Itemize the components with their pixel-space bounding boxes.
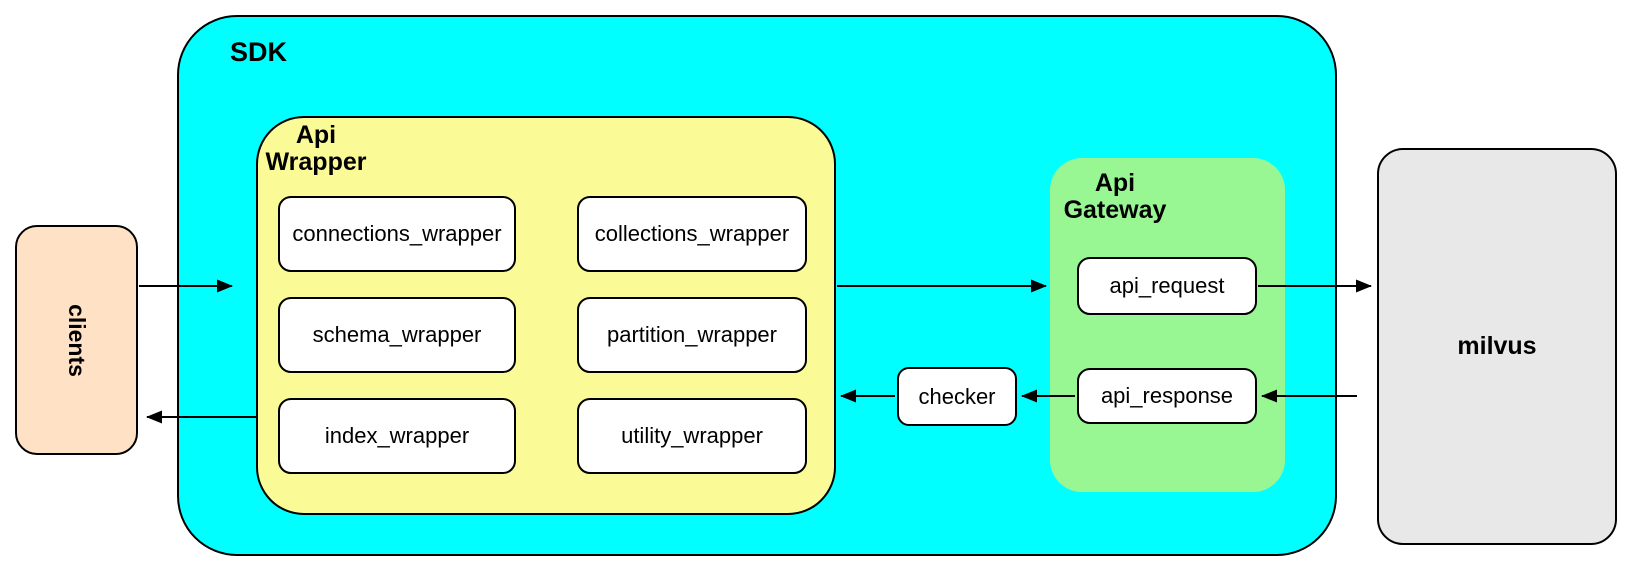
node-checker-label: checker xyxy=(918,383,996,409)
node-api-response: api_response xyxy=(1077,368,1257,424)
node-utility-wrapper: utility_wrapper xyxy=(577,398,807,474)
node-api-request-label: api_request xyxy=(1109,273,1225,298)
api-gateway-label: Api Gateway xyxy=(1063,169,1167,224)
node-schema-wrapper: schema_wrapper xyxy=(278,297,516,373)
node-utility-wrapper-label: utility_wrapper xyxy=(621,423,763,448)
node-connections-wrapper: connections_wrapper xyxy=(278,196,516,272)
node-connections-wrapper-label: connections_wrapper xyxy=(292,221,502,246)
sdk-label: SDK xyxy=(230,37,288,67)
node-clients: clients xyxy=(15,225,138,455)
node-partition-wrapper-label: partition_wrapper xyxy=(607,322,777,347)
node-clients-label: clients xyxy=(64,303,90,377)
api-wrapper-label: Api Wrapper xyxy=(265,121,367,176)
node-milvus-label: milvus xyxy=(1457,332,1537,360)
node-api-request: api_request xyxy=(1077,257,1257,315)
api-gateway-container xyxy=(1050,158,1285,492)
node-milvus: milvus xyxy=(1377,148,1617,545)
node-schema-wrapper-label: schema_wrapper xyxy=(312,322,482,347)
node-api-response-label: api_response xyxy=(1100,383,1234,408)
node-partition-wrapper: partition_wrapper xyxy=(577,297,807,373)
node-collections-wrapper: collections_wrapper xyxy=(577,196,807,272)
node-index-wrapper-label: index_wrapper xyxy=(324,423,470,448)
node-index-wrapper: index_wrapper xyxy=(278,398,516,474)
node-checker: checker xyxy=(897,367,1017,426)
node-collections-wrapper-label: collections_wrapper xyxy=(594,221,790,246)
